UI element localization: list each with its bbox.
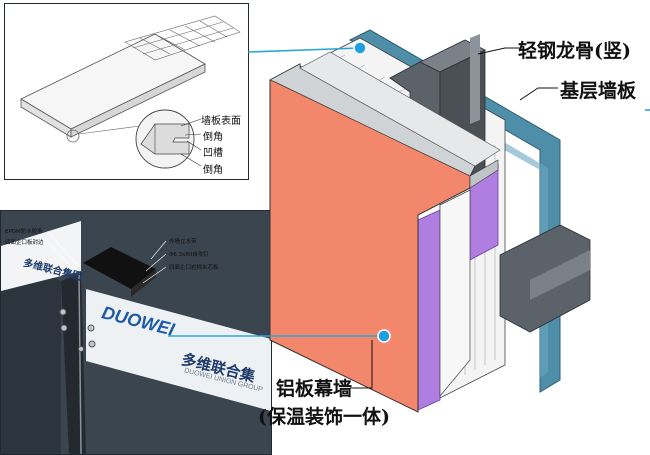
leader-lines — [350, 47, 558, 389]
product-photo — [1, 211, 271, 454]
screw-icon — [88, 340, 96, 348]
panel-sketch — [20, 15, 241, 169]
label-groove: 凹槽 — [203, 148, 223, 159]
screw-icon — [60, 324, 68, 332]
screw-icon — [59, 308, 67, 316]
label-steel-stud: 轻钢龙骨(竖) — [518, 40, 631, 62]
insulation-edge-vertical — [417, 209, 441, 411]
note-epdm-strip: EPDM防水胶条 — [5, 229, 43, 235]
label-panel-surface: 墙板表面 — [201, 116, 241, 127]
panel-detail-drawing: 墙板表面 倒角 凹槽 倒角 — [4, 3, 249, 180]
black-sample — [83, 247, 156, 289]
screw-icon — [87, 324, 95, 332]
board-side-face — [70, 63, 206, 138]
note-waterproof-strip: 外墙立水带 — [169, 239, 197, 245]
label-chamfer-top: 倒角 — [203, 132, 223, 143]
label-chamfer-bottom: 倒角 — [203, 165, 223, 176]
base-wall-board — [348, 29, 561, 393]
panel-product-photo: EPDM防水胶条 四面企口板封边 外墙立水带 Φ6.3x80自攻钉 四面企口岩棉… — [0, 210, 272, 455]
label-sheet-right — [86, 289, 271, 411]
callout-dot-icon — [377, 329, 391, 343]
note-self-tapping-screw: Φ6.3x80自攻钉 — [169, 252, 209, 258]
callout-dot-icon — [353, 41, 367, 55]
label-sheet-left — [1, 221, 81, 291]
callout-lines — [168, 47, 650, 337]
note-rockwool-panel: 四面企口岩棉夹芯板 — [169, 265, 219, 271]
frame-grid — [124, 15, 241, 61]
detail-circle — [66, 129, 80, 143]
label-curtain-wall: 铝板幕墙 — [276, 378, 353, 400]
label-curtain-wall-note: (保温装饰一体) — [258, 406, 390, 428]
note-edge-seal: 四面企口板封边 — [5, 240, 44, 246]
screw-icon — [78, 346, 84, 352]
label-base-board: 基层墙板 — [560, 80, 637, 102]
